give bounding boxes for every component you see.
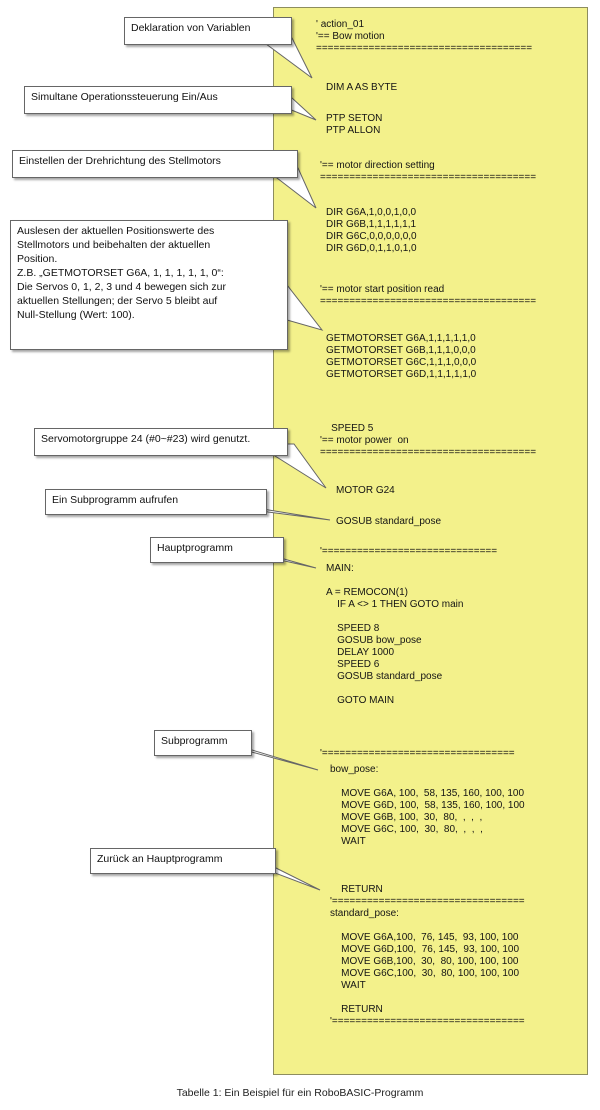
code-block-bow-separator: '================================= <box>320 748 515 759</box>
code-block-getmotorset: GETMOTORSET G6A,1,1,1,1,1,0 GETMOTORSET … <box>326 333 477 380</box>
code-block-main-separator: '============================== <box>320 546 498 557</box>
callout-variable-declaration: Deklaration von Variablen <box>124 17 292 45</box>
callout-subprogram: Subprogramm <box>154 730 252 756</box>
code-block-main: MAIN: A = REMOCON(1) IF A <> 1 THEN GOTO… <box>326 563 464 706</box>
figure-caption: Tabelle 1: Ein Beispiel für ein RoboBASI… <box>176 1087 424 1099</box>
code-block-dim: DIM A AS BYTE <box>326 82 398 93</box>
code-block-read-header: '== motor start position read ==========… <box>320 284 537 307</box>
code-block-ptp: PTP SETON PTP ALLON <box>326 113 383 136</box>
callout-call-subprogram: Ein Subprogramm aufrufen <box>45 489 267 515</box>
callout-simultaneous-operation: Simultane Operationssteuerung Ein/Aus <box>24 86 292 114</box>
code-block-speed-power: SPEED 5 '== motor power on =============… <box>320 423 537 458</box>
code-block-gosub: GOSUB standard_pose <box>336 516 442 527</box>
code-block-dir-header: '== motor direction setting ============… <box>320 160 537 183</box>
code-block-dir: DIR G6A,1,0,0,1,0,0 DIR G6B,1,1,1,1,1,1 … <box>326 207 417 254</box>
code-listing-panel <box>273 7 588 1075</box>
callout-servo-group: Servomotorgruppe 24 (#0~#23) wird genutz… <box>34 428 288 456</box>
code-block-motor: MOTOR G24 <box>336 485 395 496</box>
code-block-standard-pose: RETURN '================================… <box>330 884 525 1027</box>
callout-main-program: Hauptprogramm <box>150 537 284 563</box>
callout-return-to-main: Zurück an Hauptprogramm <box>90 848 276 874</box>
code-block-bow-pose: bow_pose: MOVE G6A, 100, 58, 135, 160, 1… <box>330 764 525 847</box>
callout-motor-direction: Einstellen der Drehrichtung des Stellmot… <box>12 150 298 178</box>
callout-position-read: Auslesen der aktuellen Positionswerte de… <box>10 220 288 350</box>
code-block-header: ' action_01 '== Bow motion =============… <box>316 19 533 54</box>
